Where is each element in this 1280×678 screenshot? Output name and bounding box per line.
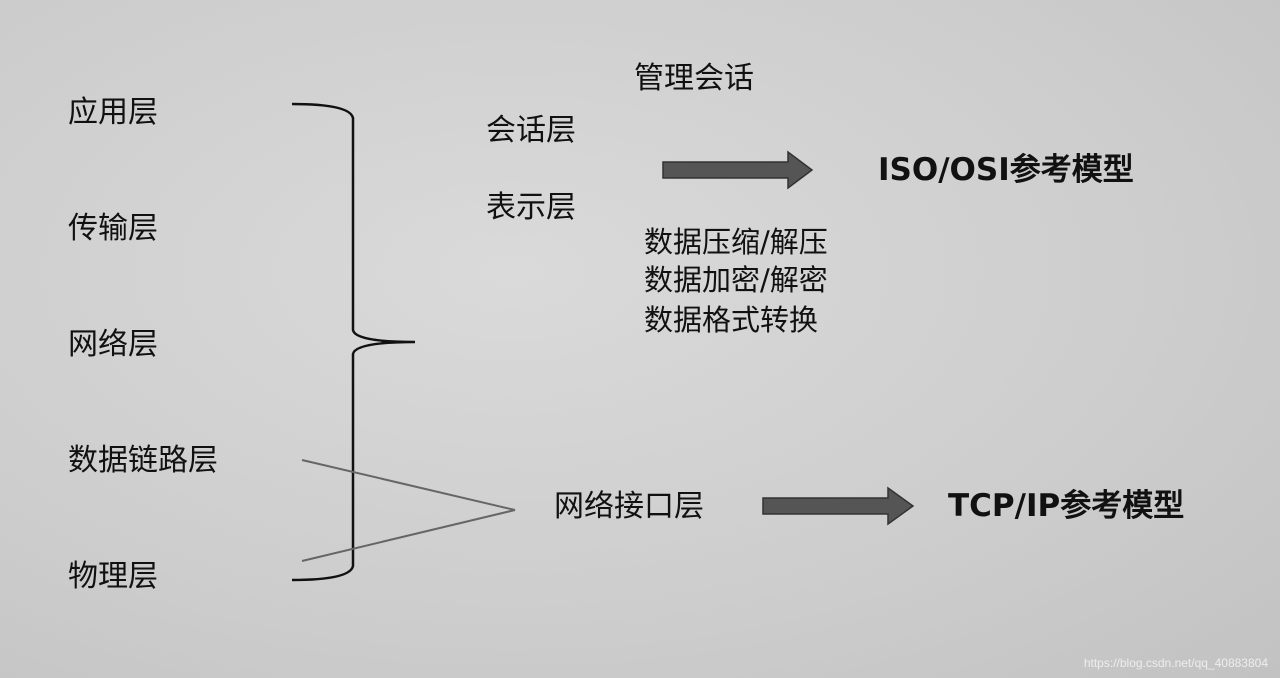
layer-transport: 传输层 (68, 211, 158, 246)
layer-session: 会话层 (486, 113, 576, 148)
manage-session-note: 管理会话 (634, 61, 754, 96)
watermark: https://blog.csdn.net/qq_40883804 (1083, 656, 1268, 670)
layer-application: 应用层 (68, 95, 158, 130)
iso-osi-model-label: ISO/OSI参考模型 (878, 152, 1134, 188)
presentation-note: 数据压缩/解压 (644, 225, 828, 259)
layer-network: 网络层 (68, 327, 158, 362)
connector-physical (301, 509, 516, 562)
layer-datalink: 数据链路层 (68, 443, 218, 478)
arrow-iso (662, 150, 814, 190)
layer-network-interface: 网络接口层 (554, 489, 704, 524)
layer-physical: 物理层 (68, 559, 158, 594)
presentation-note: 数据格式转换 (644, 303, 819, 337)
layer-presentation: 表示层 (486, 190, 576, 225)
tcp-ip-model-label: TCP/IP参考模型 (948, 488, 1185, 524)
presentation-note: 数据加密/解密 (644, 263, 828, 297)
connector-datalink (301, 459, 516, 511)
arrow-tcp (762, 486, 915, 526)
curly-brace (291, 102, 416, 582)
